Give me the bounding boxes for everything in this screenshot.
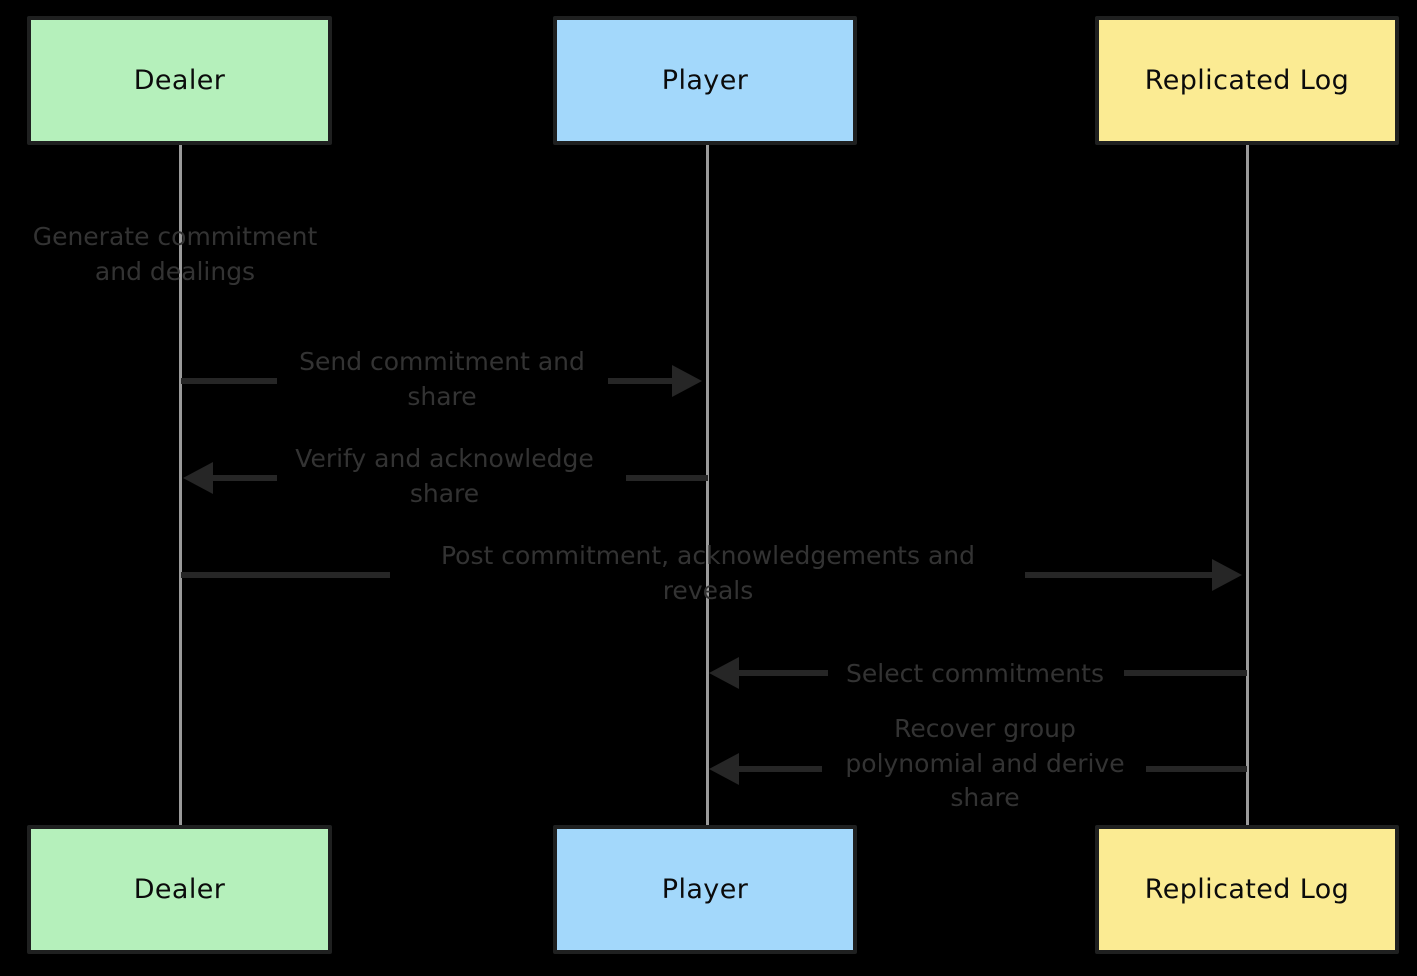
msg-post-commitment-line-left (181, 572, 390, 578)
participant-dealer-bottom-label: Dealer (133, 874, 226, 905)
msg-recover-group-line-left (738, 766, 822, 772)
participant-replicated-log-bottom-label: Replicated Log (1144, 874, 1350, 905)
participant-dealer-bottom[interactable]: Dealer (27, 825, 332, 954)
msg-post-commitment-arrowhead (1212, 559, 1242, 591)
msg-send-commitment-arrowhead (672, 365, 702, 397)
participant-player-bottom-label: Player (661, 874, 749, 905)
participant-player-top-label: Player (661, 65, 749, 96)
note-generate-commitment: Generate commitment and dealings (32, 222, 318, 286)
msg-select-commitments-line-left (738, 670, 828, 676)
participant-player-top[interactable]: Player (553, 16, 857, 145)
msg-recover-group-arrowhead (709, 753, 739, 785)
participant-replicated-log-top[interactable]: Replicated Log (1095, 16, 1399, 145)
lifeline-replicated-log (1246, 145, 1249, 835)
participant-replicated-log-bottom[interactable]: Replicated Log (1095, 825, 1399, 954)
msg-send-commitment-line-left (181, 378, 277, 384)
participant-player-bottom[interactable]: Player (553, 825, 857, 954)
msg-send-commitment-label: Send commitment and share (299, 347, 585, 411)
participant-replicated-log-top-label: Replicated Log (1144, 65, 1350, 96)
msg-verify-ack-arrowhead (183, 462, 213, 494)
msg-send-commitment-line-right (608, 378, 674, 384)
participant-dealer-top-label: Dealer (133, 65, 226, 96)
msg-verify-ack-label: Verify and acknowledge share (295, 444, 594, 508)
participant-dealer-top[interactable]: Dealer (27, 16, 332, 145)
msg-post-commitment-line-right (1025, 572, 1214, 578)
lifeline-player (706, 145, 709, 835)
msg-select-commitments-arrowhead (709, 657, 739, 689)
msg-verify-ack-line-right (626, 475, 708, 481)
msg-recover-group-line-right (1146, 766, 1247, 772)
msg-select-commitments-line-right (1124, 670, 1247, 676)
msg-select-commitments-label: Select commitments (846, 659, 1104, 688)
msg-post-commitment-label: Post commitment, acknowledgements and re… (441, 541, 975, 605)
msg-recover-group-label: Recover group polynomial and derive shar… (845, 714, 1125, 812)
msg-verify-ack-line-left (212, 475, 277, 481)
lifeline-dealer (179, 145, 182, 835)
